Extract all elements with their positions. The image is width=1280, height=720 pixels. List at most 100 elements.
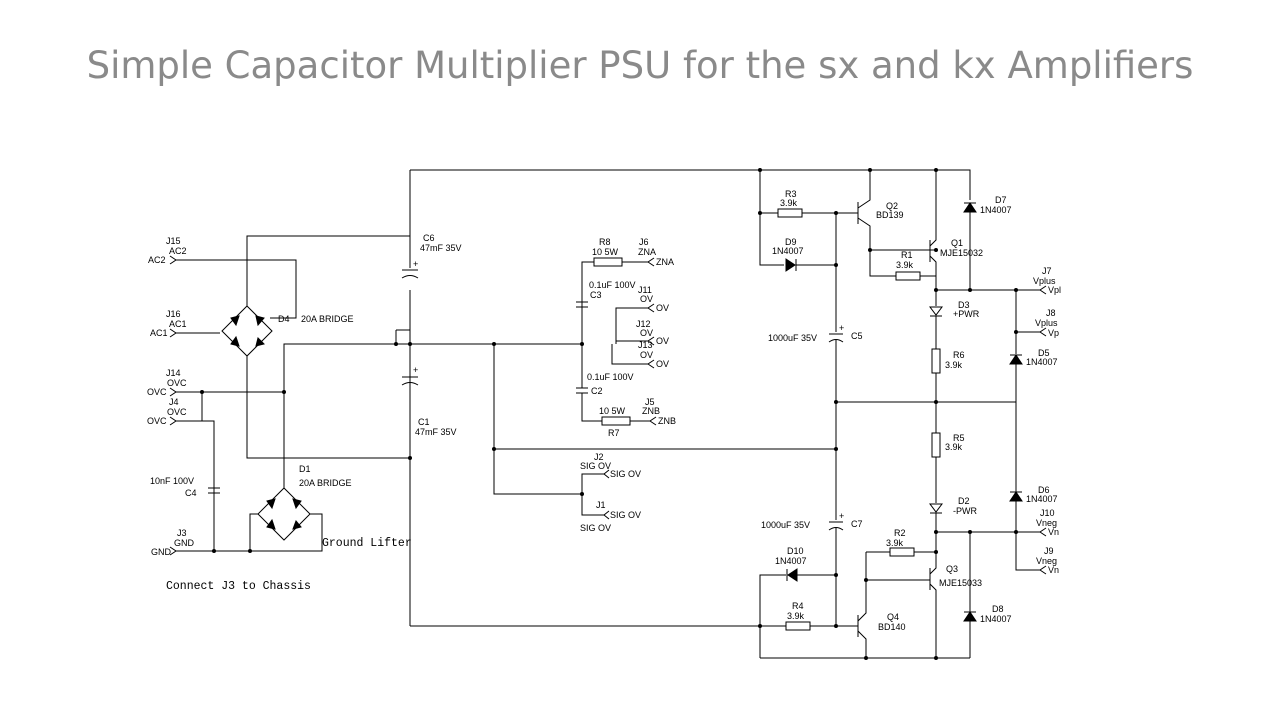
svg-text:47mF 35V: 47mF 35V	[420, 243, 462, 253]
svg-text:OV: OV	[656, 303, 669, 313]
svg-text:Vn: Vn	[1048, 565, 1059, 575]
ground-lifter-note: Ground Lifter	[322, 537, 412, 550]
svg-text:OV: OV	[640, 294, 653, 304]
svg-text:J7: J7	[1042, 266, 1052, 276]
connector-j9[interactable]: J9 Vneg Vn	[1036, 546, 1059, 575]
svg-text:1N4007: 1N4007	[1026, 357, 1058, 367]
svg-text:J15: J15	[166, 236, 181, 246]
svg-text:J12: J12	[636, 319, 651, 329]
chassis-note: Connect J3 to Chassis	[166, 580, 311, 593]
svg-text:D8: D8	[992, 604, 1004, 614]
connector-j12[interactable]: J12 OV OV	[636, 319, 669, 346]
svg-text:OVC: OVC	[147, 416, 167, 426]
svg-text:OV: OV	[656, 336, 669, 346]
connector-j1[interactable]: J1 SIG OV SIG OV	[580, 500, 641, 533]
svg-text:0.1uF 100V: 0.1uF 100V	[587, 372, 634, 382]
svg-text:R4: R4	[792, 601, 804, 611]
svg-text:OV: OV	[640, 350, 653, 360]
svg-text:C5: C5	[851, 331, 863, 341]
slide-title: Simple Capacitor Multiplier PSU for the …	[86, 44, 1194, 87]
svg-text:1N4007: 1N4007	[1026, 494, 1058, 504]
svg-text:C3: C3	[590, 290, 602, 300]
svg-text:Q1: Q1	[951, 238, 963, 248]
svg-text:+: +	[413, 365, 418, 375]
svg-text:1000uF 35V: 1000uF 35V	[768, 333, 817, 343]
svg-text:10nF 100V: 10nF 100V	[150, 476, 194, 486]
svg-text:10 5W: 10 5W	[592, 247, 619, 257]
svg-text:D2: D2	[958, 496, 970, 506]
connector-j15[interactable]: J15 AC2 AC2	[148, 236, 187, 265]
connector-j6[interactable]: J6 ZNA ZNA	[638, 237, 674, 267]
svg-text:OVC: OVC	[167, 378, 187, 388]
connector-j11[interactable]: J11 OV OV	[638, 285, 669, 313]
svg-text:1N4007: 1N4007	[772, 246, 804, 256]
svg-text:1N4007: 1N4007	[775, 556, 807, 566]
svg-text:SIG OV: SIG OV	[610, 510, 641, 520]
svg-text:+: +	[839, 323, 844, 333]
svg-text:3.9k: 3.9k	[896, 260, 914, 270]
svg-text:J16: J16	[166, 309, 181, 319]
svg-text:3.9k: 3.9k	[945, 360, 963, 370]
svg-text:47mF 35V: 47mF 35V	[415, 427, 457, 437]
svg-text:C4: C4	[185, 488, 197, 498]
svg-text:GND: GND	[174, 538, 195, 548]
middle-section: R8 10 5W J6 ZNA ZNA 0.1uF 100V C3 J11 OV…	[576, 237, 676, 533]
svg-text:SIG OV: SIG OV	[580, 461, 611, 471]
svg-text:BD140: BD140	[878, 622, 906, 632]
svg-text:OV: OV	[640, 328, 653, 338]
svg-text:C6: C6	[423, 233, 435, 243]
connector-j5[interactable]: J5 ZNB ZNB	[642, 397, 676, 426]
svg-text:C7: C7	[851, 519, 863, 529]
svg-text:ZNA: ZNA	[638, 247, 656, 257]
connector-j14[interactable]: J14 OVC OVC	[147, 368, 187, 397]
svg-text:D4: D4	[278, 314, 290, 324]
connector-j13[interactable]: J13 OV OV	[638, 340, 669, 369]
svg-text:10 5W: 10 5W	[599, 406, 626, 416]
svg-text:Q3: Q3	[946, 564, 958, 574]
svg-text:J8: J8	[1046, 308, 1056, 318]
svg-text:ZNB: ZNB	[658, 416, 676, 426]
svg-text:D6: D6	[1038, 485, 1050, 495]
svg-text:R2: R2	[894, 528, 906, 538]
svg-text:D10: D10	[787, 546, 804, 556]
capacitor-c4: 10nF 100V C4	[150, 476, 220, 498]
connector-j8[interactable]: J8 Vplus Vp	[1035, 308, 1059, 338]
svg-text:BD139: BD139	[876, 210, 904, 220]
svg-text:OV: OV	[656, 359, 669, 369]
svg-text:-PWR: -PWR	[953, 506, 977, 516]
svg-text:Vneg: Vneg	[1036, 556, 1057, 566]
svg-text:Q2: Q2	[886, 201, 898, 211]
connector-j2[interactable]: J2 SIG OV SIG OV	[580, 452, 641, 479]
svg-text:D5: D5	[1038, 348, 1050, 358]
svg-text:1N4007: 1N4007	[980, 205, 1012, 215]
svg-text:D3: D3	[958, 300, 970, 310]
svg-text:C1: C1	[418, 417, 430, 427]
svg-text:3.9k: 3.9k	[886, 538, 904, 548]
connector-j3[interactable]: J3 GND GND	[151, 528, 195, 557]
svg-text:J9: J9	[1044, 546, 1054, 556]
svg-text:1N4007: 1N4007	[980, 614, 1012, 624]
connector-j10[interactable]: J10 Vneg Vn	[1036, 508, 1059, 537]
svg-text:+: +	[413, 259, 418, 269]
svg-text:ZNB: ZNB	[642, 406, 660, 416]
svg-text:Vp: Vp	[1048, 328, 1059, 338]
svg-text:J14: J14	[166, 368, 181, 378]
svg-text:1000uF 35V: 1000uF 35V	[761, 520, 810, 530]
connector-j4[interactable]: J4 OVC OVC	[147, 397, 187, 426]
svg-text:AC2: AC2	[169, 246, 187, 256]
bridge-d1: D1 20A BRIDGE	[257, 464, 352, 541]
svg-text:20A BRIDGE: 20A BRIDGE	[299, 478, 352, 488]
svg-text:AC2: AC2	[148, 255, 166, 265]
negative-multiplier: R5 3.9k D2 -PWR D6 1N4007 J10 Vneg Vn J9…	[759, 402, 1059, 659]
svg-text:R3: R3	[785, 189, 797, 199]
svg-text:R1: R1	[901, 250, 913, 260]
svg-text:Vplus: Vplus	[1035, 318, 1058, 328]
svg-text:OVC: OVC	[167, 407, 187, 417]
input-section: J15 AC2 AC2 J16 AC1 AC1 J14 OVC OVC J4 O…	[147, 235, 412, 593]
svg-text:Vneg: Vneg	[1036, 518, 1057, 528]
svg-text:MJE15032: MJE15032	[940, 248, 983, 258]
capacitor-c6: + C6 47mF 35V	[401, 233, 462, 279]
connector-j7[interactable]: J7 Vplus Vpl	[1033, 266, 1061, 295]
connector-j16[interactable]: J16 AC1 AC1	[150, 309, 187, 338]
